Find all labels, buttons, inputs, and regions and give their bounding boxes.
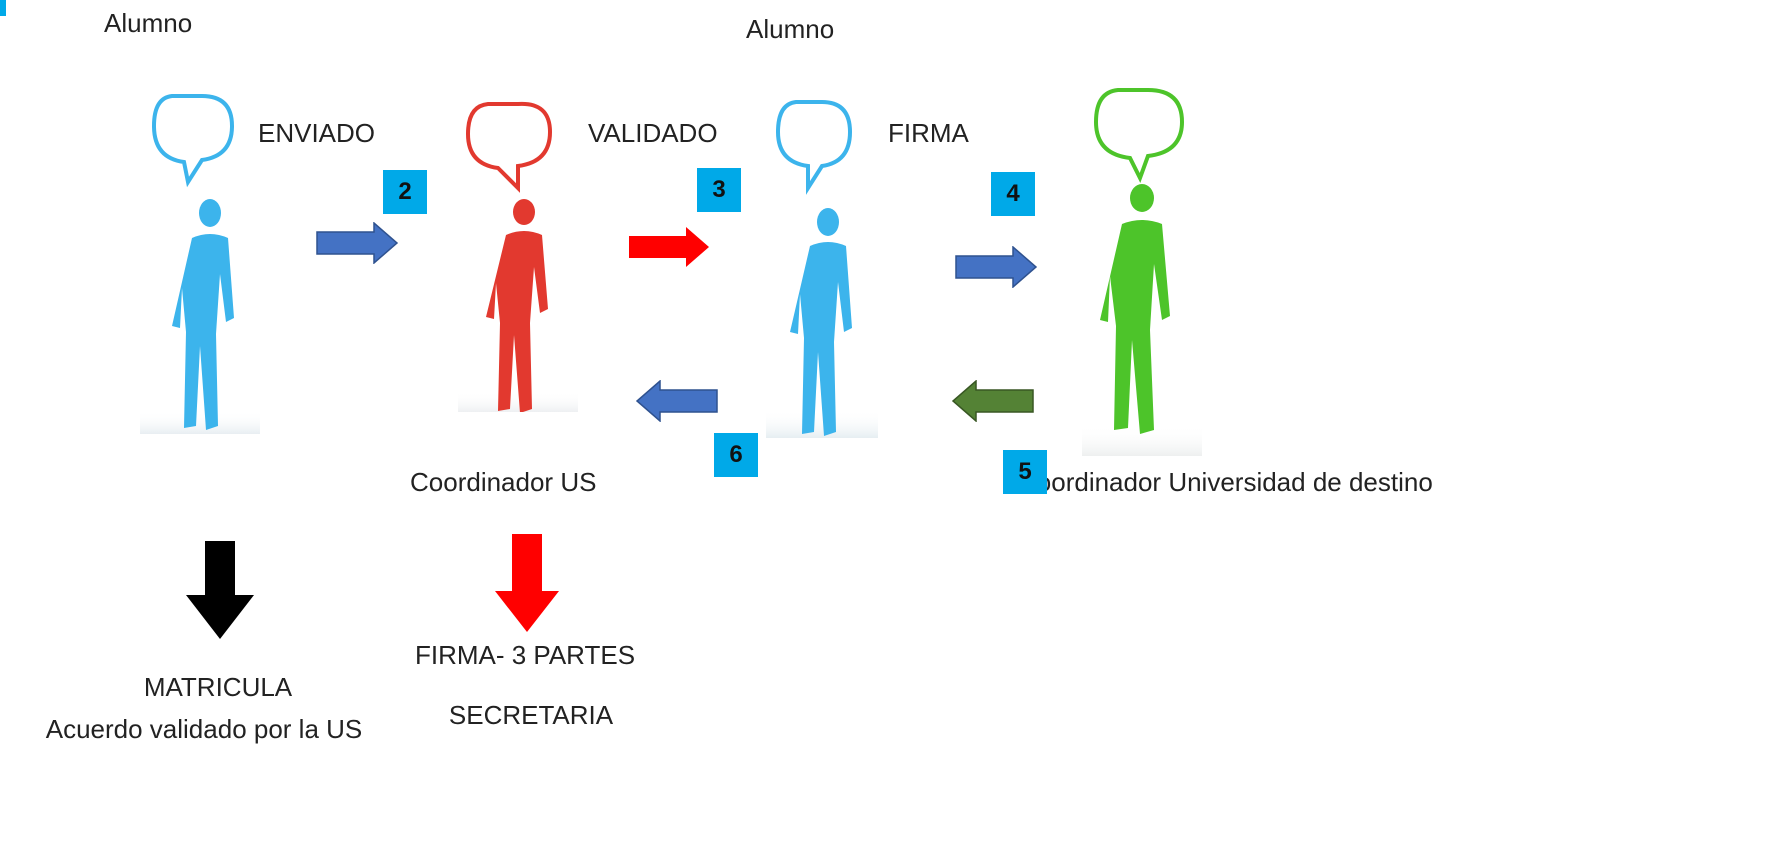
arrow-right-blue-1 xyxy=(316,222,398,264)
firma-3-partes-label: FIRMA- 3 PARTES xyxy=(414,640,636,670)
student-signing-person-icon xyxy=(766,100,878,438)
coordinador-us-label: Coordinador US xyxy=(410,467,597,497)
step-badge-6: 6 xyxy=(714,433,758,477)
arrow-right-blue-2 xyxy=(955,246,1037,288)
corner-accent xyxy=(0,0,6,16)
firma-label: FIRMA xyxy=(888,118,969,148)
step-badge-4: 4 xyxy=(991,172,1035,216)
acuerdo-label: Acuerdo validado por la US xyxy=(45,714,363,744)
step-badge-2: 2 xyxy=(383,170,427,214)
arrow-down-black xyxy=(186,541,254,639)
arrow-left-green xyxy=(952,380,1034,422)
coordinator-us-person-icon xyxy=(458,101,578,412)
step-badge-5: 5 xyxy=(1003,450,1047,494)
alumno-right-label: Alumno xyxy=(746,14,835,44)
enviado-label: ENVIADO xyxy=(258,118,376,148)
coordinador-destino-label: Coordinador Universidad de destino xyxy=(1018,467,1433,497)
destination-coordinator-person-icon xyxy=(1082,88,1202,456)
arrow-right-red xyxy=(629,227,709,267)
alumno-left-label: Alumno xyxy=(104,8,193,38)
student-person-icon xyxy=(140,94,260,434)
validado-label: VALIDADO xyxy=(588,118,718,148)
matricula-label: MATRICULA xyxy=(143,672,293,702)
arrow-down-red xyxy=(495,534,559,632)
arrow-left-blue xyxy=(636,380,718,422)
step-badge-3: 3 xyxy=(697,168,741,212)
secretaria-label: SECRETARIA xyxy=(448,700,614,730)
